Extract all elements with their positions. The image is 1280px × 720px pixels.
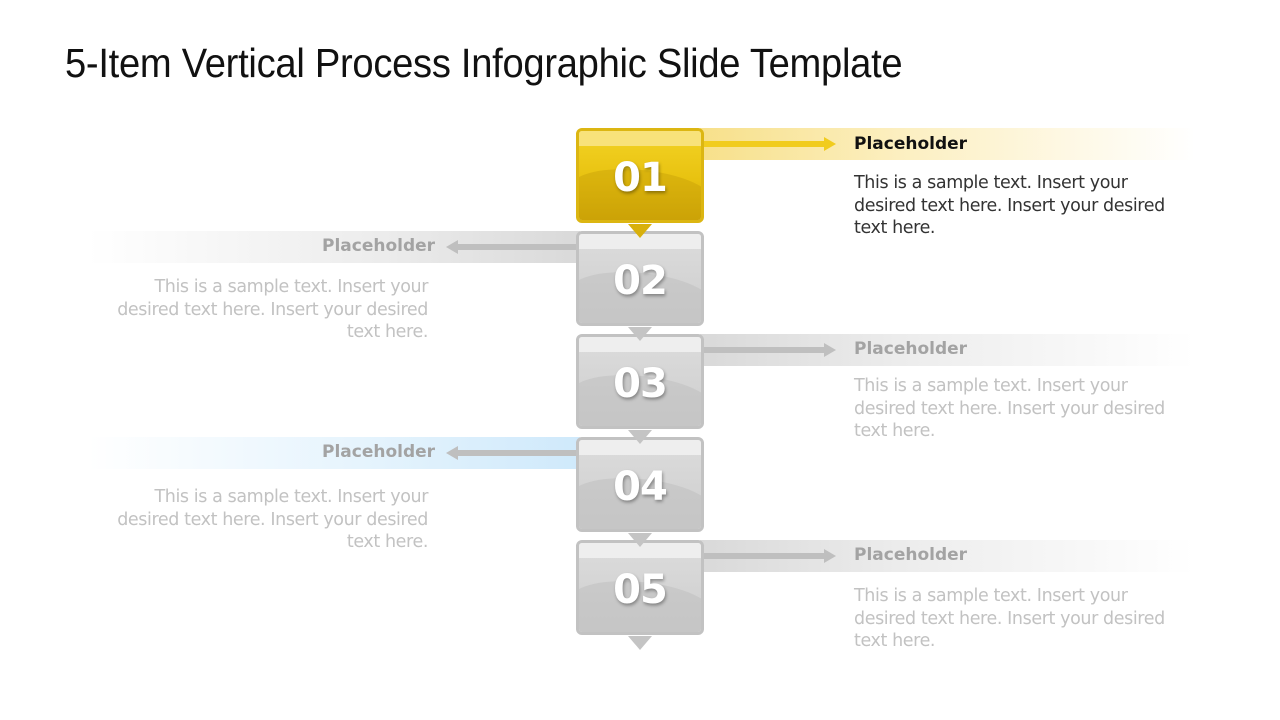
chevron-down-icon <box>628 327 652 341</box>
step-heading: Placeholder <box>854 545 968 565</box>
step-5-box[interactable]: 05 <box>576 540 704 650</box>
step-description: This is a sample text. Insert your desir… <box>117 277 428 342</box>
chevron-down-icon <box>628 533 652 547</box>
step-number: 04 <box>613 464 668 510</box>
chevron-down-icon <box>628 224 652 238</box>
step-description: This is a sample text. Insert your desir… <box>117 487 428 552</box>
step-4-box[interactable]: 04 <box>576 437 704 547</box>
step-description: This is a sample text. Insert your desir… <box>854 173 1165 238</box>
step-number: 02 <box>613 258 668 304</box>
slide-title: 5-Item Vertical Process Infographic Slid… <box>65 40 903 86</box>
step-2-box[interactable]: 02 <box>576 231 704 341</box>
arrow-left-icon <box>446 240 578 254</box>
step-heading: Placeholder <box>854 339 968 359</box>
step-number: 03 <box>613 361 668 407</box>
arrow-left-icon <box>446 446 578 460</box>
step-heading: Placeholder <box>322 236 436 256</box>
step-3-box[interactable]: 03 <box>576 334 704 444</box>
step-heading: Placeholder <box>322 442 436 462</box>
step-heading: Placeholder <box>854 134 968 154</box>
step-number: 01 <box>613 155 668 201</box>
step-description: This is a sample text. Insert your desir… <box>854 376 1165 441</box>
step-description: This is a sample text. Insert your desir… <box>854 586 1165 651</box>
step-1-box[interactable]: 01 <box>576 128 704 238</box>
chevron-down-icon <box>628 636 652 650</box>
step-number: 05 <box>613 567 668 613</box>
chevron-down-icon <box>628 430 652 444</box>
